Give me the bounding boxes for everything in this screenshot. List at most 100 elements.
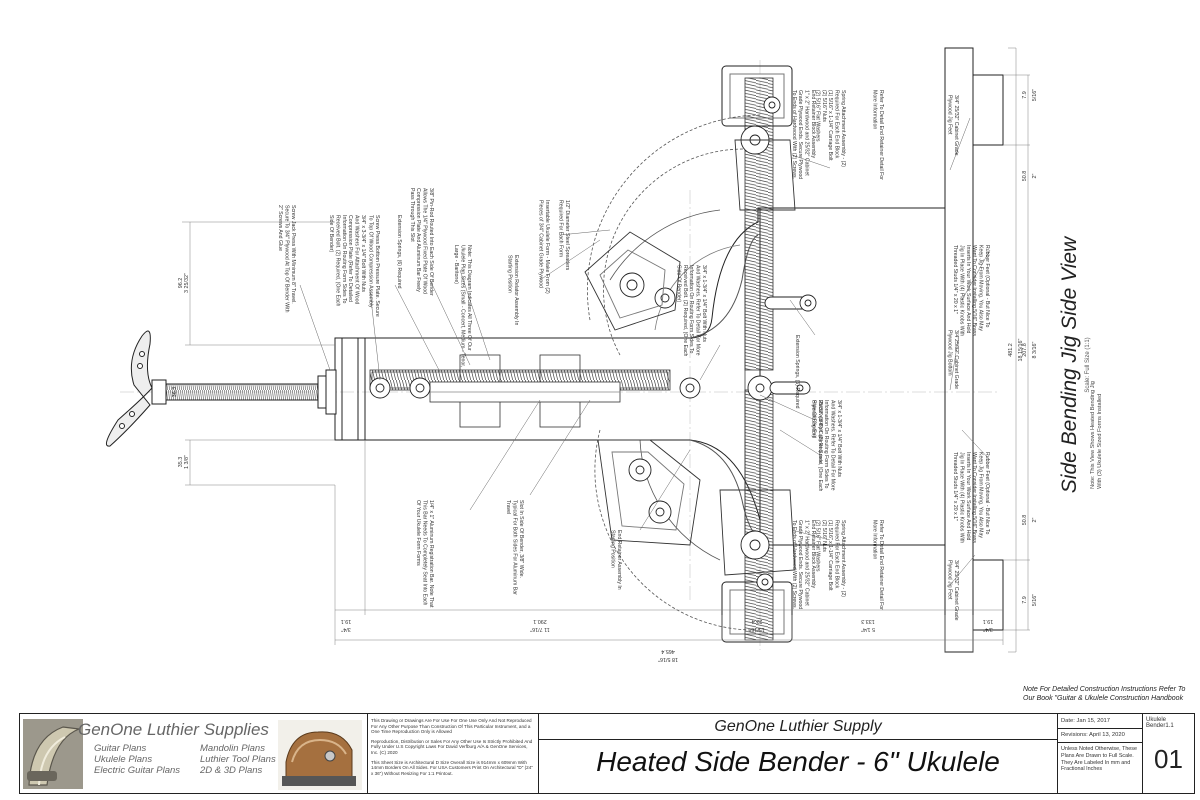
company-name: GenOne Luthier Supply [714,718,882,735]
callout-line: 3/4" 25/32" Cabinet Grade [953,95,959,156]
callout-line: Inserts In Your Work Surface And Hold [965,245,971,334]
callout-line: Plywood Jig End [811,400,817,438]
callout-line: Extension Relator Assembly In [513,255,519,325]
meta-panel: Date: Jan 15, 2017 Revisions: April 13, … [1058,714,1143,793]
dim-23-4: 23.4 [752,618,763,624]
callout-line: And Washers. Refer To Detail For More [695,265,701,356]
callout-plywood-feet-bottom: 3/4" 25/32" Cabinet GradePlywood Jig Fee… [947,560,959,621]
callout-end-retainer-start: End Retainer Assembly InStarting Positio… [610,530,622,590]
sheet-number: 01 [1154,744,1183,774]
dim-35-3-in: 1 3/8" [184,455,190,469]
dimension-labels: 96.2 3 25/32" 36.3 35.3 1 3/8" 481.2 18 … [172,89,1038,662]
category-item: Ukulele Plans [94,754,153,765]
callout-rubber-feet-top: Rubber Feet (Optional - But Nice ToKeep … [952,245,990,336]
sheet-panel: Ukulele Bender1.1 01 [1143,714,1194,793]
dim-7-9-bottom-in: 5/16" [1032,594,1038,606]
callout-line: Keep Jig From Moving. You Also May [978,245,984,331]
dim-35-3: 35.3 [178,457,184,468]
category-item: Mandolin Plans [200,743,265,754]
revision-date: Revisions: April 13, 2020 [1061,732,1125,738]
leader-lines [299,117,991,586]
callout-spring-attach-top: Spring Attachment Assembly - (2)Required… [814,90,846,167]
callout-line: 3/4" x 1-3/4" x 1/4" Bolt With Nuts [701,265,707,342]
dim-96-2: 96.2 [178,278,184,289]
callout-line: Spring Attachment Assembly - (2) [840,520,846,597]
callout-line: Side Of Bender) [328,215,334,252]
callout-line: Secure To 3/4" Plywood At Top Of Bender … [284,205,290,313]
legal-paragraph: Reproduction, Distribution or Sales For … [371,738,533,755]
callout-screw-jack: Screw Jack Press With Minimum 8" Travel.… [277,205,296,313]
category-item: Electric Guitar Plans [94,765,181,776]
callout-line: Required For Each End Block [834,90,840,159]
dim-36-3: 36.3 [172,387,178,398]
callout-line: (2) 5/16" Nuts [821,520,827,552]
dim-207-8-in: 8 3/16" [1032,341,1038,358]
dim-19-1-right-in: 3/4" [983,626,992,632]
dim-7-9-top-in: 5/16" [1032,89,1038,101]
callout-line: (2) 5/16" Nuts [821,90,827,122]
right-jig-bottom [944,47,974,653]
callout-diagram-note: Note: This Diagram Indicates All Three O… [453,245,472,367]
dim-133-3-in: 5 1/4" [861,626,875,632]
view-note: Note: This View Shows Heated Bending Jig… [1082,335,1112,535]
callout-line: 1/2" Diameter Steel Spreaders [564,200,570,271]
callout-line: And Washers For Attachment Of Wood [354,215,360,304]
callout-line: Compression Plate (Refer To Detailed [347,215,353,302]
file-name: Ukulele Bender1.1 [1146,717,1174,729]
callout-line: Side Of Bender) [675,265,681,302]
dim-207-8: 207.8 [1022,343,1028,357]
callout-detail-ref-top: Refer To Detail End Retainer Detail ForM… [872,90,884,180]
callout-line: Plywood Jig Feet [947,95,953,135]
callout-extension-assembly: Extension Relator Assembly InStarting Po… [507,255,519,325]
callout-line: 1/4" x 1" Aluminum Registration Bar. Not… [428,500,434,608]
callout-line: Rubber Feet (Optional - But Nice To [984,452,990,534]
callout-line: Insertable Ukulele Form - Make From (2) [544,200,550,294]
dim-19-1-left: 19.1 [341,618,352,624]
callout-line: (2) 5/16" Flat Washers [814,90,820,142]
categories-left: Guitar Plans Ukulele Plans Electric Guit… [94,743,180,776]
callout-bolt-3-4: 3/4" x 3-3/4" x 1/4" Bolt With NutsAnd W… [328,215,366,307]
dim-133-3: 133.3 [861,618,875,624]
callout-line: Screw Press Bottom Pressure Plate. Secur… [374,215,380,317]
divider [1058,728,1142,729]
callout-bolt-lower: 3/4" x 1-3/4" x 1/4" Bolt With NutsAnd W… [810,400,842,492]
legal-notice: This Drawing or Drawings Are For Use For… [368,714,538,793]
callout-line: Grade Plywood Ends. Secure Plywood [797,90,803,179]
callout-line: Threaded Studs 1/4" x 20 x 1" [952,245,958,314]
bender-body [334,47,1004,653]
callout-line: 3/4" x 3-3/4" x 1/4" Bolt With Nuts [360,215,366,292]
dim-50-8-top-in: 2" [1032,173,1038,178]
callout-line: More Information [872,520,878,559]
callout-line: This Bar Needs To Completely Seat Into E… [422,500,428,606]
callout-line: 25/32" (3/4") Cabinet Grade [817,400,823,464]
callout-extension-springs-top: Extension Springs, (6) Required [396,215,402,289]
screw-jack [105,330,337,447]
callout-line: (1) 5/16" x 1-1/4" Carriage Bolt [827,90,833,161]
callout-line: Keep Jig From Moving. You Also May [978,452,984,538]
callout-cabinet-plywood-mid: 25/32" (3/4") Cabinet GradePlywood Jig E… [811,400,823,464]
callout-line: Required For Each End Block [834,520,840,589]
callout-line: Slot In Side Of Bender, 3/8" Wide. [518,500,524,578]
categories-right: Mandolin Plans Luthier Tool Plans 2D & 3… [200,743,276,776]
dim-50-8-bottom-in: 2" [1032,517,1038,522]
bolts [369,96,817,591]
callout-line: Refer To Detail End Retainer Detail For [878,90,884,180]
dim-96-2-in: 3 25/32" [184,273,190,293]
callout-line: Typical For Both Sides For Aluminum Bar [512,500,518,595]
dim-7-9-top: 7.9 [1022,91,1028,99]
callout-screw-press: Screw Press Bottom Pressure Plate. Secur… [368,215,380,317]
callout-line: 1" x 2" Hardwood and 25/32" Cabinet [804,520,810,606]
callout-line: Travel [505,500,511,514]
callout-line: Rubber Feet (Optional - But Nice To [984,245,990,327]
callout-line: Extension Springs, (6) Required [794,335,800,409]
callout-line: End Retainer Block Assembly [810,90,816,158]
dim-290-1: 290.1 [533,618,547,624]
callout-line: Want To Consider Installing 5/16" Brass [971,245,977,336]
callout-line: Threaded Studs 1/4" x 20 x 1" [952,452,958,521]
dim-290-1-in: 11 7/16" [530,626,550,632]
callout-line: Received Bolt. (2) Required, (One Each [682,265,688,357]
drawing-title: Heated Side Bender - 6" Ukulele [596,746,1000,777]
callout-line: 2" Screws And Glue [277,205,283,251]
callout-line: 3/8" Pin-Rod Routed Into Each Side Of Be… [428,188,434,296]
callout-detail-ref-bottom: Refer To Detail End Retainer Detail ForM… [872,520,884,610]
